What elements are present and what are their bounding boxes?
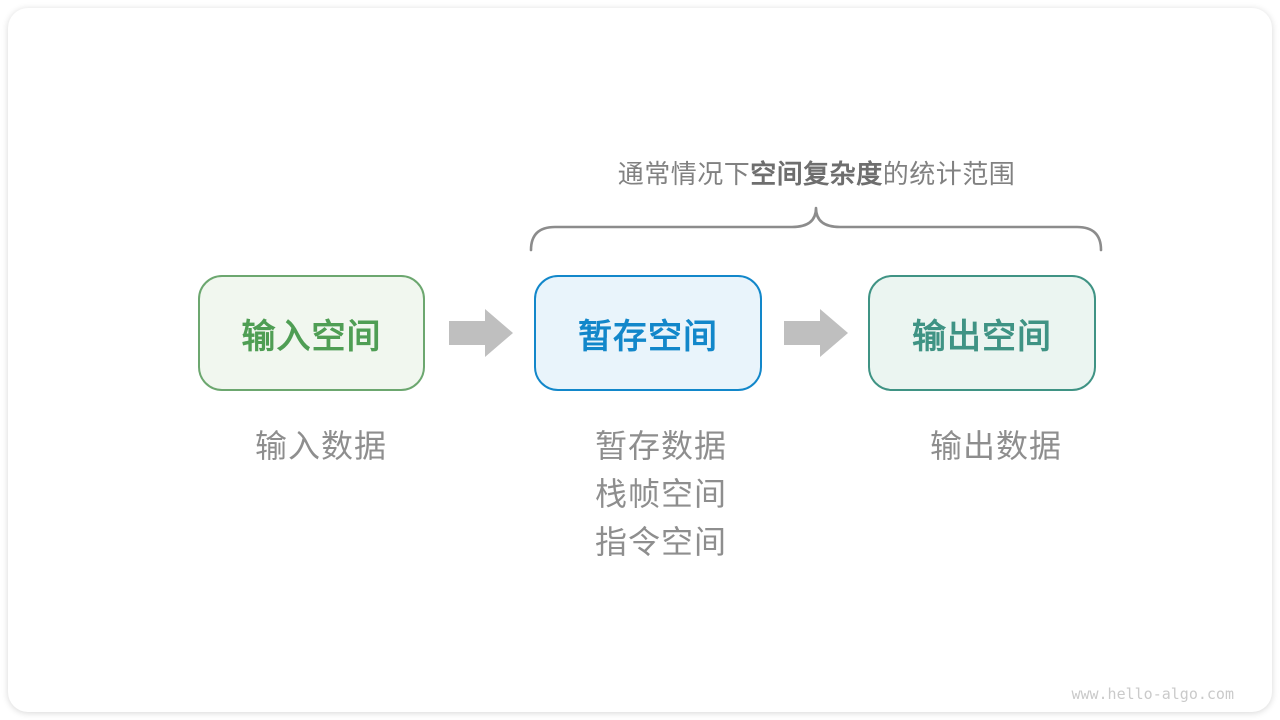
sublabel-item: 指令空间 — [595, 524, 728, 560]
temp-space-box: 暂存空间 — [534, 275, 762, 391]
scope-brace-icon — [529, 206, 1103, 252]
sublabel-item: 暂存数据 — [595, 428, 728, 464]
right-arrow-icon — [449, 309, 513, 357]
output-space-box: 输出空间 — [868, 275, 1096, 391]
output-space-sublabels: 输出数据 — [930, 422, 1062, 470]
diagram-card: 通常情况下空间复杂度的统计范围 输入空间 暂存空间 输出空间 输入数据 暂存数据… — [8, 8, 1272, 712]
annotation-suffix: 的统计范围 — [882, 159, 1016, 189]
input-space-sublabels: 输入数据 — [255, 422, 387, 470]
sublabel-item: 输入数据 — [255, 428, 388, 464]
sublabel-item: 栈帧空间 — [595, 476, 728, 512]
annotation-prefix: 通常情况下 — [617, 159, 751, 189]
right-arrow-icon — [784, 309, 848, 357]
input-space-box: 输入空间 — [198, 275, 425, 391]
sublabel-item: 输出数据 — [930, 428, 1063, 464]
temp-space-label: 暂存空间 — [578, 317, 718, 356]
watermark: www.hello-algo.com — [1071, 685, 1234, 703]
output-space-label: 输出空间 — [912, 317, 1052, 356]
scope-annotation-title: 通常情况下空间复杂度的统计范围 — [530, 154, 1103, 191]
input-space-label: 输入空间 — [241, 317, 382, 356]
temp-space-sublabels: 暂存数据 栈帧空间 指令空间 — [595, 422, 727, 566]
annotation-bold-term: 空间复杂度 — [750, 159, 883, 189]
